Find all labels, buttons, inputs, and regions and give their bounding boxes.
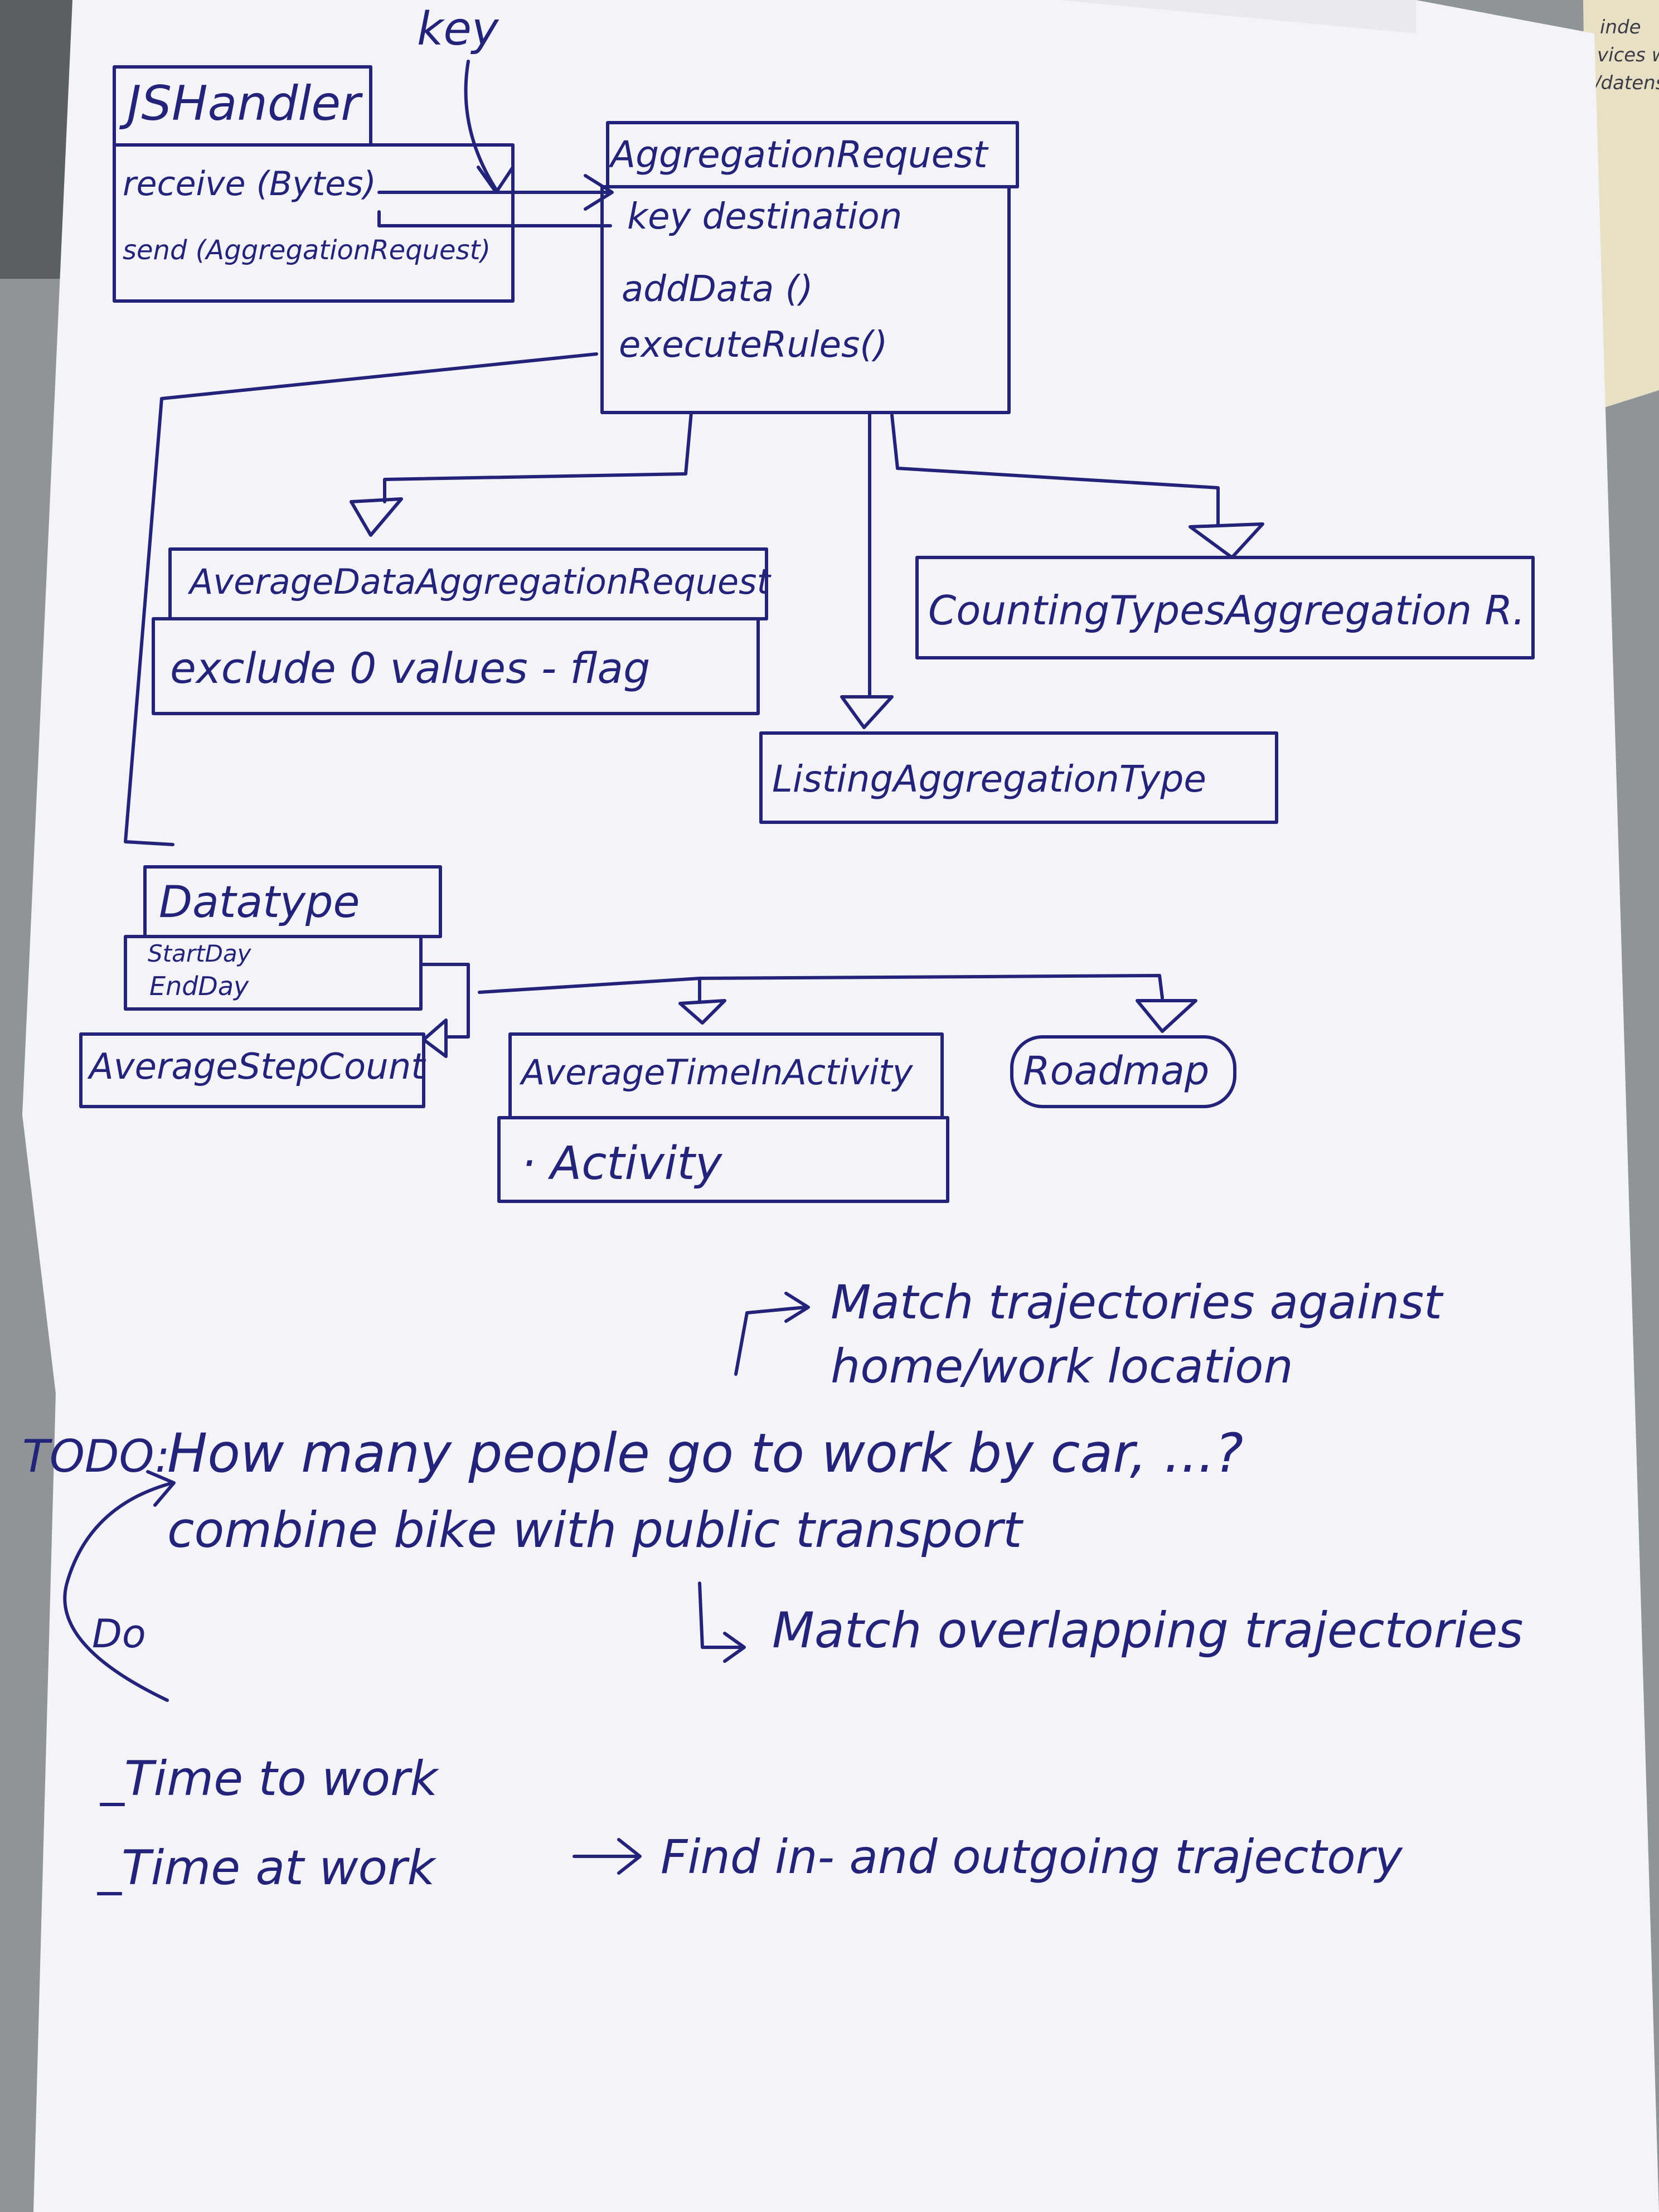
note-match-location-1: Match trajectories against: [831, 1275, 1444, 1330]
aggregation-request-member-adddata: addData (): [622, 269, 813, 310]
inherit-triangle-average: [350, 497, 403, 537]
counting-types-title: CountingTypesAggregation R.: [928, 587, 1525, 634]
aggregation-request-title: AggregationRequest: [608, 133, 989, 176]
counting-types-box: [915, 556, 1535, 659]
match-location-arrow: [734, 1306, 807, 1376]
key-label: key: [417, 3, 499, 56]
note-time-to-work: _Time to work: [100, 1751, 439, 1807]
todo-question: How many people go to work by car, ...?: [167, 1422, 1243, 1485]
aggregation-request-member-executerules: executeRules(): [619, 324, 887, 366]
average-step-count-box: [79, 1032, 425, 1108]
handler-to-request-arrow-head: [584, 174, 614, 211]
average-data-member-flag: exclude 0 values - flag: [170, 643, 650, 693]
inherit-triangle-listing: [840, 695, 894, 729]
datatype-member-startday: StartDay: [148, 940, 252, 967]
datatype-title: Datatype: [159, 877, 360, 928]
note-time-at-work: _Time at work: [97, 1840, 437, 1896]
time-at-work-arrow-head: [617, 1838, 642, 1875]
class-average-data-aggregation-request: AverageDataAggregationRequest exclude 0 …: [152, 547, 772, 715]
inherit-line-average: [383, 411, 693, 503]
datatype-body-box: [124, 935, 423, 1011]
listing-title: ListingAggregationType: [772, 758, 1206, 801]
class-aggregation-request: AggregationRequest key destination addDa…: [600, 121, 1019, 414]
average-time-member-activity: · Activity: [521, 1137, 723, 1190]
paper-fold-shadow: [1059, 0, 1416, 33]
note-combine-transport: combine bike with public transport: [167, 1501, 1024, 1559]
inherit-triangle-counting: [1189, 522, 1264, 559]
background-paper-line-3: /datensch: [1593, 72, 1659, 94]
class-datatype: Datatype StartDay EndDay: [124, 865, 442, 1011]
json-handler-method-send: send (AggregationRequest): [123, 235, 491, 266]
note-find-outgoing: Find in- and outgoing trajectory: [661, 1830, 1403, 1884]
aggregation-request-body-box: [600, 185, 1011, 414]
overlapping-arrow: [698, 1582, 743, 1649]
json-handler-method-receive: receive (Bytes): [123, 164, 376, 203]
average-step-count-title: AverageStepCount: [87, 1046, 426, 1088]
todo-label: TODO:: [22, 1430, 170, 1482]
note-match-overlapping: Match overlapping trajectories: [772, 1602, 1523, 1659]
class-json-handler: JSHandler receive (Bytes) send (Aggregat…: [113, 65, 515, 303]
average-data-title: AverageDataAggregationRequest: [187, 561, 772, 602]
class-counting-types-aggregation: CountingTypesAggregation R.: [915, 556, 1535, 659]
inherit-line-counting: [890, 414, 1220, 526]
roadmap-title: Roadmap: [1023, 1048, 1209, 1094]
class-roadmap: Roadmap: [1010, 1035, 1236, 1108]
average-time-title: AverageTimeInActivity: [519, 1052, 914, 1093]
inherit-triangle-stepcount: [422, 1018, 448, 1058]
average-time-body-box: [497, 1116, 949, 1203]
handler-send-connector: [377, 210, 612, 227]
datatype-member-endday: EndDay: [149, 971, 249, 1001]
paper-sheet: [22, 0, 1659, 2212]
aggregation-request-member-key: key destination: [627, 196, 902, 237]
do-label: Do: [92, 1611, 146, 1657]
match-location-arrow-head: [784, 1292, 810, 1323]
json-handler-methods-box: [113, 143, 515, 303]
do-curved-arrow-head: [146, 1470, 176, 1507]
background-paper-line-1: inde: [1600, 16, 1641, 38]
inherit-triangle-roadmap: [1136, 999, 1197, 1033]
background-paper-line-2: vices ww: [1597, 44, 1659, 66]
json-handler-title: JSHandler: [119, 76, 363, 132]
inherit-triangle-timeinactivity: [678, 999, 726, 1025]
datatype-to-stepcount-line: [419, 963, 470, 1039]
average-data-body-box: [152, 617, 760, 715]
overlapping-arrow-head: [723, 1632, 746, 1663]
roadmap-box: [1010, 1035, 1236, 1108]
do-curved-arrow: [63, 1481, 174, 1702]
datatype-to-subclasses-line: [478, 974, 1164, 1000]
class-average-time-in-activity: AverageTimeInActivity · Activity: [497, 1032, 949, 1203]
request-to-datatype-line: [124, 352, 598, 846]
note-match-location-2: home/work location: [831, 1339, 1293, 1394]
class-listing-aggregation-type: ListingAggregationType: [759, 731, 1278, 824]
listing-box: [759, 731, 1278, 824]
class-average-step-count: AverageStepCount: [79, 1032, 426, 1108]
key-arrow: [464, 60, 498, 191]
